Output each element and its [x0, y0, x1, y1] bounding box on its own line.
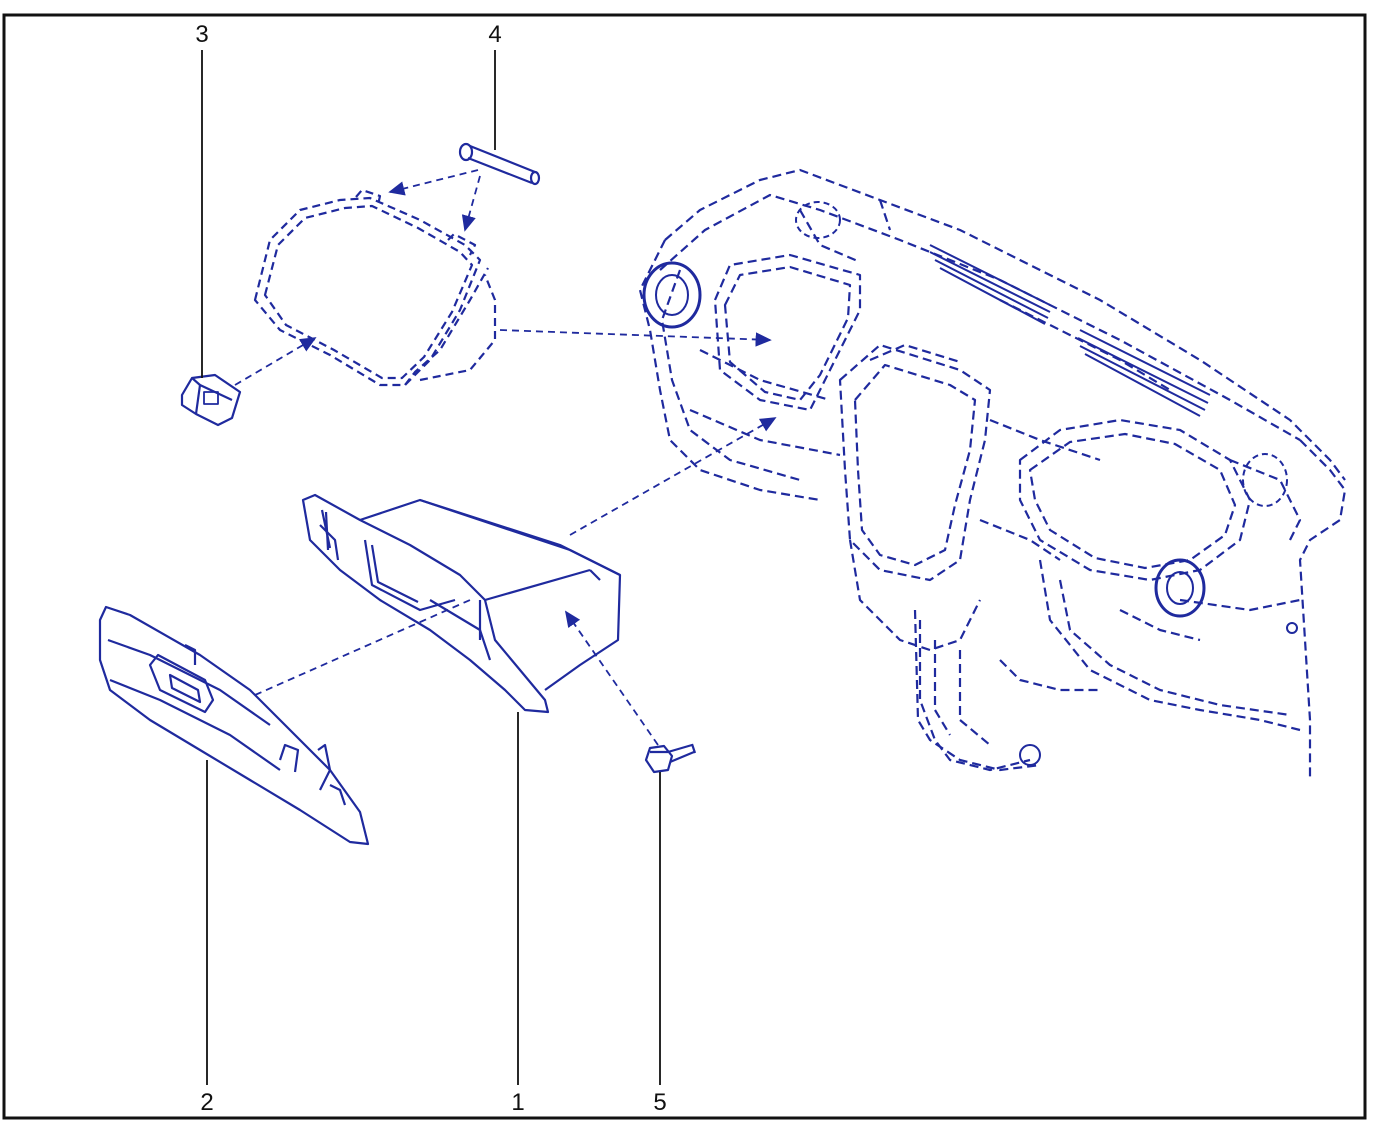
mounting-screw — [644, 743, 697, 774]
callout-3: 3 — [195, 21, 208, 48]
dashboard-panel — [638, 168, 1347, 780]
callout-5: 5 — [653, 1089, 666, 1116]
arrow-door-to-bin — [254, 599, 471, 696]
vent-center-right — [1077, 329, 1211, 417]
dashboard-vents — [642, 201, 1298, 766]
round-vent-left — [642, 261, 702, 329]
vent-center-left — [929, 244, 1051, 325]
callout-1: 1 — [511, 1089, 524, 1116]
assembly-arrows — [234, 169, 777, 746]
arrow-pin-to-airbag-right — [461, 175, 481, 232]
diagram-frame — [2, 13, 1367, 1120]
mounting-pin — [458, 142, 541, 186]
arrow-screw-to-bin — [564, 610, 659, 746]
callout-4: 4 — [488, 21, 501, 48]
callout-leaders — [201, 50, 661, 1085]
arrow-bin-to-dash — [569, 417, 777, 536]
arrow-pin-to-airbag-left — [388, 169, 479, 196]
airbag-module — [253, 188, 497, 387]
airbag-connector — [180, 373, 242, 427]
callout-2: 2 — [200, 1089, 213, 1116]
round-vent-far-right — [1242, 453, 1288, 507]
arrow-connector-to-airbag — [234, 337, 317, 386]
round-vent-right — [1154, 558, 1206, 618]
callout-labels: 3 4 2 1 5 — [195, 21, 666, 1116]
glovebox-bin — [301, 493, 622, 714]
glovebox-door — [98, 605, 370, 846]
dash-speaker-left — [795, 201, 841, 239]
arrow-airbag-to-dash — [499, 329, 772, 347]
